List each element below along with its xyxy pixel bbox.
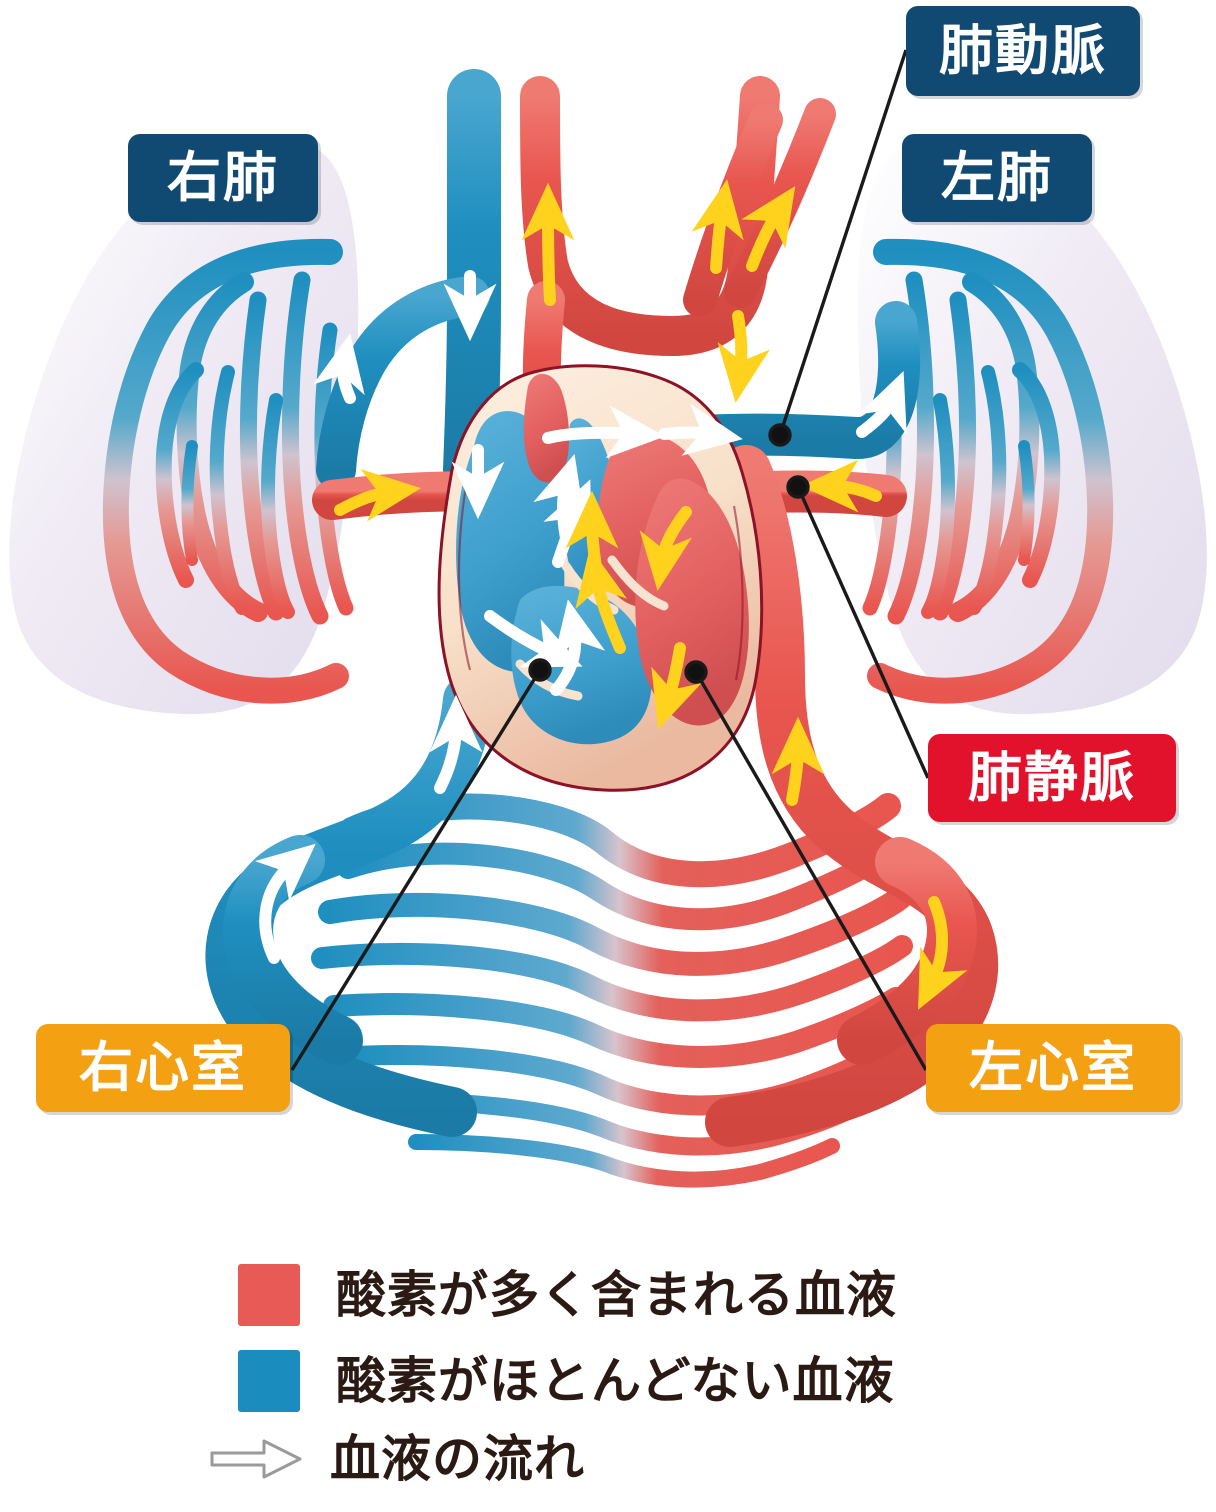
legend-label-oxygen-rich: 酸素が多く含まれる血液	[336, 1266, 897, 1324]
label-pulmonary-artery[interactable]: 肺動脈	[906, 6, 1140, 96]
label-left-ventricle[interactable]: 左心室	[926, 1024, 1180, 1112]
label-right-ventricle-text: 右心室	[79, 1036, 247, 1099]
legend-swatch-oxygen-rich	[238, 1264, 300, 1326]
right-lung-capillaries	[102, 238, 354, 704]
white-flow-arrows	[254, 270, 907, 964]
label-left-lung[interactable]: 左肺	[902, 134, 1092, 222]
flow-arrow-icon	[210, 1439, 302, 1479]
label-left-ventricle-text: 左心室	[969, 1036, 1137, 1099]
legend-item-oxygen-rich: 酸素が多く含まれる血液	[238, 1252, 1138, 1338]
right-pulmonary-artery-vessel	[316, 276, 490, 490]
legend-item-oxygen-poor: 酸素がほとんどない血液	[238, 1338, 1138, 1424]
legend-label-blood-flow: 血液の流れ	[330, 1430, 585, 1488]
legend-swatch-oxygen-poor	[238, 1350, 300, 1412]
label-left-lung-text: 左肺	[941, 146, 1053, 209]
legend-label-oxygen-poor: 酸素がほとんどない血液	[336, 1352, 895, 1410]
label-pulmonary-vein[interactable]: 肺静脈	[928, 734, 1176, 822]
legend-item-blood-flow: 血液の流れ	[208, 1424, 1138, 1494]
label-right-lung[interactable]: 右肺	[128, 134, 318, 222]
left-lung-capillaries	[862, 238, 1114, 704]
leader-lines	[290, 49, 930, 1071]
label-right-ventricle[interactable]: 右心室	[36, 1024, 290, 1112]
yellow-flow-arrows	[334, 179, 968, 1010]
label-pulmonary-vein-text: 肺静脈	[968, 746, 1136, 809]
legend: 酸素が多く含まれる血液 酸素がほとんどない血液 血液の流れ	[210, 1252, 1138, 1494]
label-pulmonary-artery-text: 肺動脈	[939, 19, 1107, 82]
label-right-lung-text: 右肺	[167, 146, 279, 209]
